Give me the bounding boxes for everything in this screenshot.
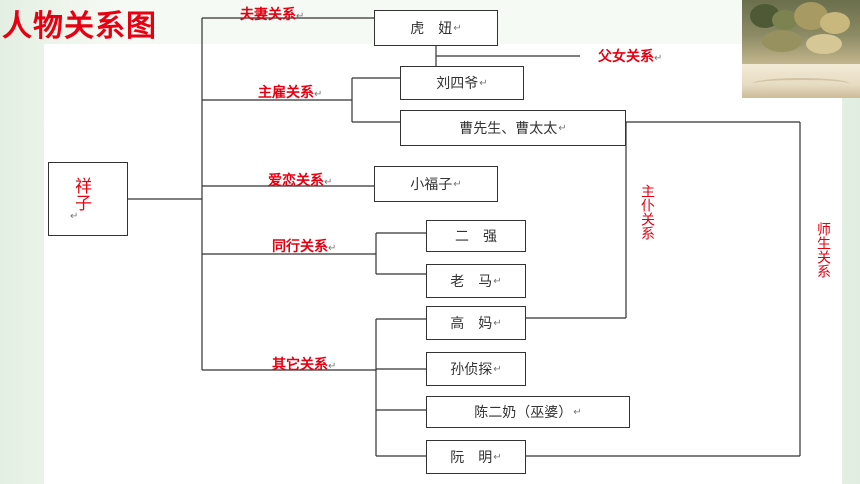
node-xiangzi-label: 祥子: [71, 176, 91, 211]
relation-father-daughter: 父女关系↵: [598, 49, 663, 65]
node-cao: 曹先生、曹太太↵: [400, 110, 626, 146]
page-title: 人物关系图: [2, 9, 157, 44]
decorative-photo: [742, 0, 860, 98]
node-erqiang: 二 强: [426, 220, 526, 252]
node-laoma: 老 马↵: [426, 264, 526, 298]
relation-teacher-student: 师生关系: [815, 222, 831, 278]
relation-employer: 主雇关系↵: [258, 85, 323, 101]
node-xiaofuzi: 小福子↵: [374, 166, 498, 202]
relation-master-servant: 主仆关系: [639, 184, 655, 240]
node-chenernai: 陈二奶（巫婆）↵: [426, 396, 630, 428]
return-mark: ↵: [70, 210, 79, 222]
node-gaoma: 高 妈↵: [426, 306, 526, 340]
node-huniu: 虎 妞↵: [374, 10, 498, 46]
node-ruanming: 阮 明↵: [426, 440, 526, 474]
relation-other: 其它关系↵: [272, 357, 337, 373]
node-liusiye: 刘四爷↵: [400, 66, 524, 100]
node-xiangzi: 祥子 ↵: [48, 162, 128, 236]
relation-love: 爱恋关系↵: [268, 173, 333, 189]
relation-spouse: 夫妻关系↵: [240, 7, 305, 23]
relation-peer: 同行关系↵: [272, 239, 337, 255]
node-sunzhentan: 孙侦探↵: [426, 352, 526, 386]
